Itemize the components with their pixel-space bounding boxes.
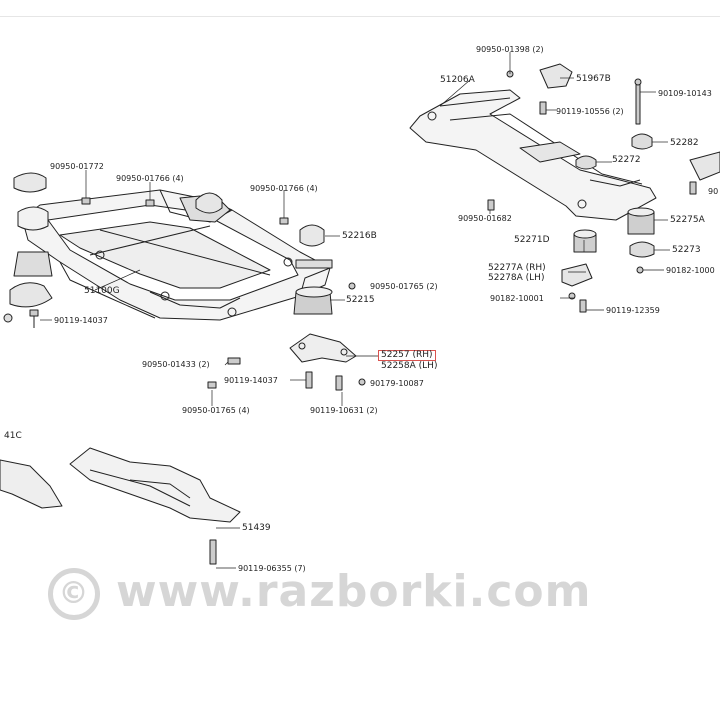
label-52277a: 52277A (RH) xyxy=(488,263,546,273)
label-52258a: 52258A (LH) xyxy=(381,361,438,371)
label-90119-06355: 90119-06355 (7) xyxy=(238,564,306,573)
front-subframe xyxy=(21,189,331,321)
left-mounts xyxy=(3,172,53,328)
control-arm-bracket xyxy=(289,333,357,363)
label-52275a: 52275A xyxy=(670,215,705,225)
label-90950-01766-a: 90950-01766 (4) xyxy=(116,174,184,183)
label-90950-01772: 90950-01772 xyxy=(50,162,104,171)
copyright-icon: © xyxy=(48,568,100,620)
label-51439: 51439 xyxy=(242,523,271,533)
label-90119-12359: 90119-12359 xyxy=(606,306,660,315)
top-bar xyxy=(0,0,720,17)
label-51100g: 51100G xyxy=(84,286,120,296)
label-90179-10087: 90179-10087 xyxy=(370,379,424,388)
label-90182-10001: 90182-10001 xyxy=(490,294,544,303)
label-90950-01765-4: 90950-01765 (4) xyxy=(182,406,250,415)
frame-bushings xyxy=(293,224,333,315)
label-52215: 52215 xyxy=(346,295,375,305)
label-90950-01765-2: 90950-01765 (2) xyxy=(370,282,438,291)
label-52272: 52272 xyxy=(612,155,641,165)
label-90950-01398: 90950-01398 (2) xyxy=(476,45,544,54)
label-52271d: 52271D xyxy=(514,235,550,245)
watermark-text: www.razborki.com xyxy=(116,566,592,617)
engine-under-cover xyxy=(0,447,241,565)
label-90119-14037-a: 90119-14037 xyxy=(54,316,108,325)
bolts-center xyxy=(81,197,366,391)
label-41c: 41C xyxy=(4,431,22,441)
label-90950-01682: 90950-01682 xyxy=(458,214,512,223)
leader-lines xyxy=(40,52,670,569)
rear-crossmember xyxy=(409,89,657,221)
label-90109-10143: 90109-10143 xyxy=(658,89,712,98)
label-90-partial: 90 xyxy=(708,187,719,196)
label-52216b: 52216B xyxy=(342,231,377,241)
label-90119-10556: 90119-10556 (2) xyxy=(556,107,624,116)
label-90182-1000-right: 90182-1000 xyxy=(666,266,715,275)
label-52282: 52282 xyxy=(670,138,699,148)
label-90950-01433: 90950-01433 (2) xyxy=(142,360,210,369)
label-90119-10631: 90119-10631 (2) xyxy=(310,406,378,415)
label-90950-01766-b: 90950-01766 (4) xyxy=(250,184,318,193)
label-52278a: 52278A (LH) xyxy=(488,273,545,283)
label-52273: 52273 xyxy=(672,245,701,255)
rear-mounts xyxy=(487,63,720,313)
label-90119-14037-b: 90119-14037 xyxy=(224,376,278,385)
label-51206a: 51206A xyxy=(440,75,475,85)
label-52257: 52257 (RH) xyxy=(378,350,436,361)
watermark: © www.razborki.com xyxy=(48,566,592,620)
label-51967b: 51967B xyxy=(576,74,611,84)
